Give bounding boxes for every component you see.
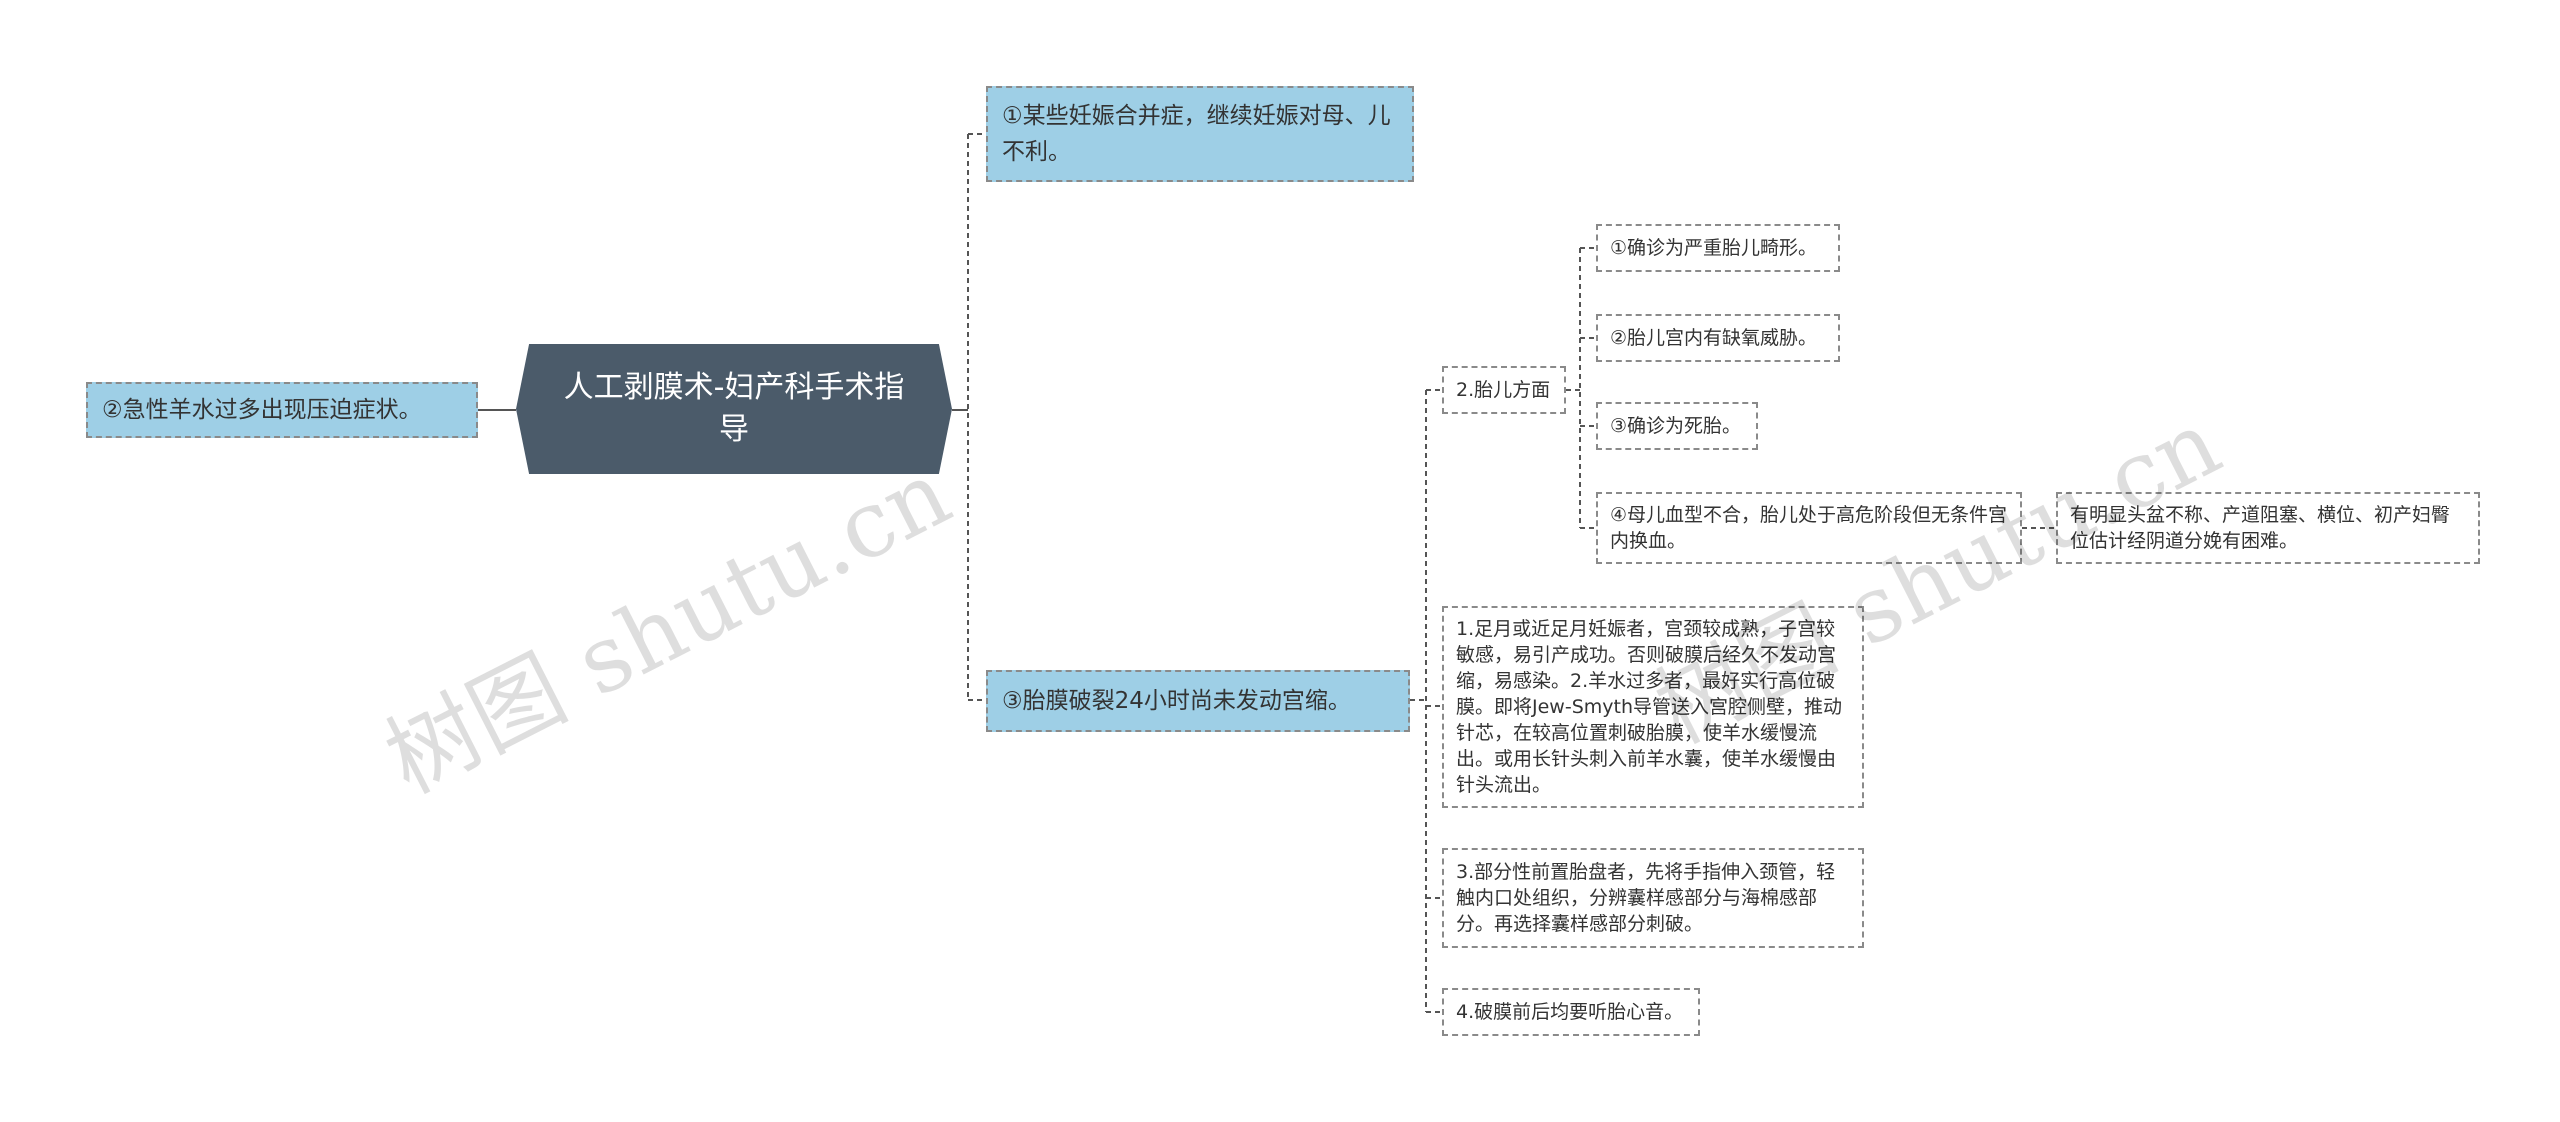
node-label: ①确诊为严重胎儿畸形。 [1610, 237, 1818, 259]
node-label: 1.足月或近足月妊娠者，宫颈较成熟，子宫较敏感，易引产成功。否则破膜后经久不发动… [1456, 618, 1842, 796]
node-method-4[interactable]: 4.破膜前后均要听胎心音。 [1442, 988, 1700, 1036]
node-label: 2.胎儿方面 [1456, 379, 1551, 401]
node-label: 有明显头盆不称、产道阻塞、横位、初产妇臀位估计经阴道分娩有困难。 [2070, 504, 2451, 552]
node-label: 4.破膜前后均要听胎心音。 [1456, 1001, 1684, 1023]
root-node[interactable]: 人工剥膜术-妇产科手术指导 [516, 344, 952, 474]
node-label: ③确诊为死胎。 [1610, 415, 1742, 437]
node-method-1-2[interactable]: 1.足月或近足月妊娠者，宫颈较成熟，子宫较敏感，易引产成功。否则破膜后经久不发动… [1442, 606, 1864, 808]
node-fetal-item-1[interactable]: ①确诊为严重胎儿畸形。 [1596, 224, 1840, 272]
node-fetal-item-3[interactable]: ③确诊为死胎。 [1596, 402, 1758, 450]
node-label: ③胎膜破裂24小时尚未发动宫缩。 [1002, 688, 1351, 714]
node-left-polyhydramnios[interactable]: ②急性羊水过多出现压迫症状。 [86, 382, 478, 438]
node-fetal-note[interactable]: 有明显头盆不称、产道阻塞、横位、初产妇臀位估计经阴道分娩有困难。 [2056, 492, 2480, 564]
node-membrane-rupture[interactable]: ③胎膜破裂24小时尚未发动宫缩。 [986, 670, 1410, 732]
node-label: ①某些妊娠合并症，继续妊娠对母、儿不利。 [1002, 103, 1391, 165]
node-complication[interactable]: ①某些妊娠合并症，继续妊娠对母、儿不利。 [986, 86, 1414, 182]
node-fetal-aspect[interactable]: 2.胎儿方面 [1442, 366, 1566, 414]
node-label: ④母儿血型不合，胎儿处于高危阶段但无条件宫内换血。 [1610, 504, 2008, 552]
root-title: 人工剥膜术-妇产科手术指导 [563, 370, 905, 447]
node-fetal-item-4[interactable]: ④母儿血型不合，胎儿处于高危阶段但无条件宫内换血。 [1596, 492, 2022, 564]
node-label: ②急性羊水过多出现压迫症状。 [102, 397, 422, 423]
node-label: ②胎儿宫内有缺氧威胁。 [1610, 327, 1818, 349]
node-method-3[interactable]: 3.部分性前置胎盘者，先将手指伸入颈管，轻触内口处组织，分辨囊样感部分与海棉感部… [1442, 848, 1864, 948]
node-fetal-item-2[interactable]: ②胎儿宫内有缺氧威胁。 [1596, 314, 1840, 362]
node-label: 3.部分性前置胎盘者，先将手指伸入颈管，轻触内口处组织，分辨囊样感部分与海棉感部… [1456, 861, 1836, 935]
